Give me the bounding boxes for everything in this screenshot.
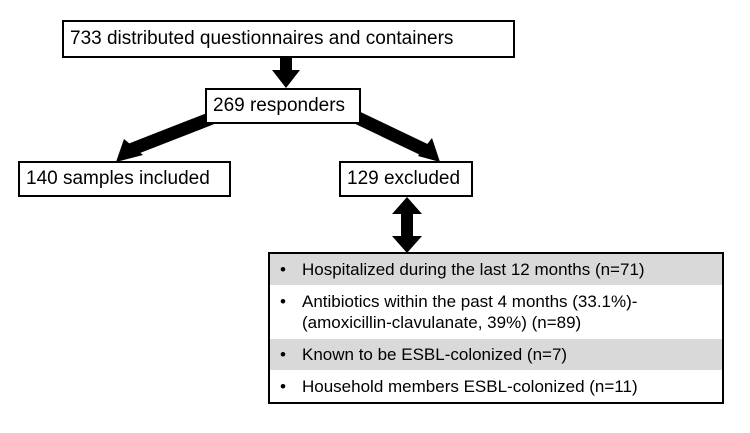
arrow-to-responders — [272, 58, 300, 88]
reason-text: Hospitalized during the last 12 months (… — [302, 260, 645, 279]
included-box: 140 samples included — [18, 161, 231, 197]
bullet-icon: • — [280, 345, 286, 364]
arrow-to-excluded — [355, 112, 440, 162]
arrow-to-included — [116, 111, 215, 162]
reason-text-continued: (amoxicillin-clavulanate, 39%) (n=89) — [302, 313, 582, 332]
excluded-box: 129 excluded — [339, 161, 473, 197]
exclusion-reason-antibiotics: • Antibiotics within the past 4 months (… — [270, 285, 722, 338]
bullet-icon: • — [280, 260, 286, 279]
reason-text: Antibiotics within the past 4 months (33… — [302, 292, 638, 311]
reason-text: Known to be ESBL-colonized (n=7) — [302, 345, 568, 364]
bullet-icon: • — [280, 377, 286, 396]
reason-text: Household members ESBL-colonized (n=11) — [302, 377, 638, 396]
excluded-label: 129 excluded — [347, 167, 461, 189]
responders-label: 269 responders — [213, 94, 346, 116]
exclusion-reason-household: • Household members ESBL-colonized (n=11… — [270, 370, 722, 402]
exclusion-reason-hospitalized: • Hospitalized during the last 12 months… — [270, 254, 722, 285]
distributed-label: 733 distributed questionnaires and conta… — [70, 27, 454, 49]
distributed-box: 733 distributed questionnaires and conta… — [62, 20, 515, 58]
bullet-icon: • — [280, 292, 286, 311]
responders-box: 269 responders — [205, 88, 361, 124]
included-label: 140 samples included — [26, 167, 210, 189]
exclusion-reason-esbl-colonized: • Known to be ESBL-colonized (n=7) — [270, 338, 722, 370]
exclusion-reasons-list: • Hospitalized during the last 12 months… — [268, 252, 724, 404]
arrow-excluded-to-reasons — [392, 197, 422, 253]
